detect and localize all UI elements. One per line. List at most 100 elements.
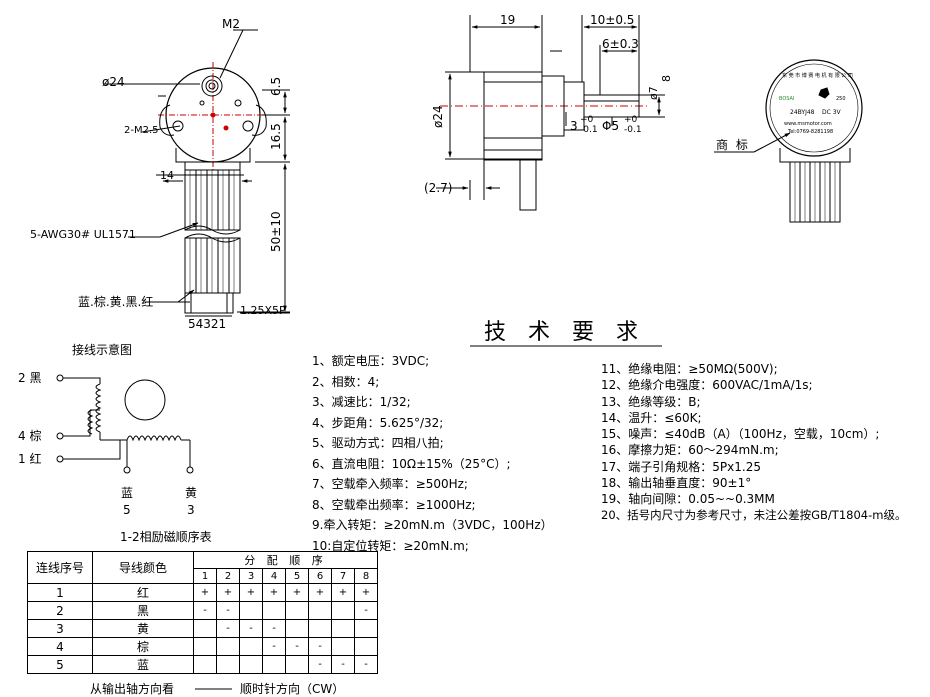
req-item-14: 14、温升：≤60K; (601, 410, 702, 425)
wire-2-label: 2 黑 (18, 371, 42, 385)
pitch-label: 1.25X5P (240, 304, 286, 317)
tol-3-upper: +0 (580, 115, 594, 125)
dim-6-5: 6.5 (269, 76, 283, 96)
cell (239, 655, 263, 674)
cell (193, 619, 217, 638)
cell: - (193, 601, 217, 620)
cell: + (262, 583, 286, 602)
m2-label: M2 (222, 17, 240, 31)
phi7-label: ø7 (647, 86, 660, 100)
cell (354, 637, 378, 656)
cell: + (193, 583, 217, 602)
wiring-title: 接线示意图 (72, 343, 133, 357)
header-wire-color: 导线颜色 (92, 551, 194, 584)
req-item-3: 3、减速比：1/32; (312, 395, 411, 409)
cell (354, 619, 378, 638)
cell: - (308, 637, 332, 656)
wire-5-number: 5 (123, 503, 131, 517)
cell (308, 619, 332, 638)
req-item-4: 4、步距角：5.625°/32; (312, 415, 444, 430)
step-header-2: 2 (216, 568, 240, 584)
req-item-10: 10:自定位转矩：≥20mN.m; (312, 538, 469, 553)
cell: - (354, 601, 378, 620)
phi5-lower: -0.1 (624, 125, 642, 135)
header-wire-id: 连线序号 (27, 551, 93, 584)
table-row: 2 黑 - - - (27, 601, 378, 620)
req-item-16: 16、摩擦力矩：60～294mN.m; (601, 443, 779, 458)
cell: + (239, 583, 263, 602)
step-header-6: 6 (308, 568, 332, 584)
cell: - (216, 619, 240, 638)
wire-bundle (184, 169, 241, 294)
req-item-15: 15、噪声：≤40dB（A）（100Hz，空载，10cm）; (601, 427, 880, 442)
cell (262, 655, 286, 674)
cell (331, 619, 355, 638)
coil-vertical (95, 383, 102, 433)
cell: - (239, 619, 263, 638)
excitation-sequence-table: 连线序号 导线颜色 分 配 顺 序 1 2 3 4 5 6 7 8 1 红 + … (27, 551, 378, 674)
cell: - (308, 655, 332, 674)
wire-5-color: 蓝 (121, 486, 134, 500)
cell: + (308, 583, 332, 602)
step-header-7: 7 (331, 568, 355, 584)
requirements-right-list: 11、绝缘电阻：≥50MΩ(500V); 12、绝缘介电强度：600VAC/1m… (601, 360, 906, 523)
nameplate-code: 250 (836, 96, 846, 102)
req-item-18: 18、输出轴垂直度：90±1° (601, 476, 752, 491)
dim-10: 10±0.5 (590, 13, 635, 27)
step-header-5: 5 (285, 568, 309, 584)
cell (308, 601, 332, 620)
header-sequence: 分 配 顺 序 (193, 551, 378, 569)
dim-50: 50±10 (269, 211, 283, 252)
cell: - (285, 637, 309, 656)
req-item-8: 8、空载牵出频率：≥1000Hz; (312, 497, 476, 512)
table-row: 5 蓝 - - - (27, 655, 378, 674)
table-row: 1 红 + + + + + + + + (27, 583, 378, 602)
row-id: 5 (27, 655, 93, 674)
req-item-19: 19、轴向间隙：0.05~~0.3MM (601, 492, 775, 507)
wire-3-color: 黄 (185, 486, 198, 500)
m25-label: 2-M2.5 (124, 125, 159, 136)
wire-4-label: 4 棕 (18, 429, 42, 443)
req-item-6: 6、直流电阻：10Ω±15%（25°C）; (312, 456, 511, 471)
row-id: 2 (27, 601, 93, 620)
cell (239, 601, 263, 620)
step-header-4: 4 (262, 568, 286, 584)
awg-label: 5-AWG30# UL1571 (30, 228, 136, 241)
tol-3-lower: -0.1 (580, 125, 598, 135)
direction-note-right: 顺时针方向（CW） (240, 682, 345, 696)
req-item-17: 17、端子引角规格：5Px1.25 (601, 459, 761, 474)
step-header-1: 1 (193, 568, 217, 584)
cell: - (216, 601, 240, 620)
nameplate-tel: Tel:0769-8281198 (788, 129, 834, 135)
mounting-ear-left (159, 104, 175, 136)
cell (331, 601, 355, 620)
nameplate-voltage: DC 3V (822, 109, 841, 116)
req-item-2: 2、相数：4; (312, 374, 380, 389)
req-item-12: 12、绝缘介电强度：600VAC/1mA/1s; (601, 378, 813, 393)
phi24-side-label: ø24 (431, 105, 445, 128)
row-color: 黄 (92, 619, 194, 638)
phi24-front-label: ø24 (102, 75, 125, 89)
table-row: 4 棕 - - - (27, 637, 378, 656)
nameplate-web: www.msmotor.com (784, 121, 832, 127)
table-row: 3 黄 - - - (27, 619, 378, 638)
nameplate-arc-text: 东 莞 市 博 赛 电 机 有 限 公 司 (782, 73, 853, 79)
requirements-title: 技术要求 (484, 320, 661, 345)
mounting-ear-right (251, 104, 267, 136)
trademark-label: 商 标 (716, 138, 750, 152)
cell (239, 637, 263, 656)
direction-note-left: 从输出轴方向看 (90, 682, 175, 696)
phi5-main: Φ5 (602, 119, 620, 133)
dim-19: 19 (500, 13, 516, 27)
phi5-upper: +0 (624, 115, 638, 125)
cell (285, 601, 309, 620)
tol-3-main: 3 (570, 119, 578, 133)
cell: - (354, 655, 378, 674)
row-id: 4 (27, 637, 93, 656)
dim-2-7: (2.7) (424, 181, 453, 195)
wire-colors-label: 蓝.棕.黄.黑.红 (78, 295, 154, 309)
cell: - (262, 619, 286, 638)
cell (216, 637, 240, 656)
wire-3-number: 3 (187, 503, 195, 517)
rotor-symbol (124, 379, 166, 421)
